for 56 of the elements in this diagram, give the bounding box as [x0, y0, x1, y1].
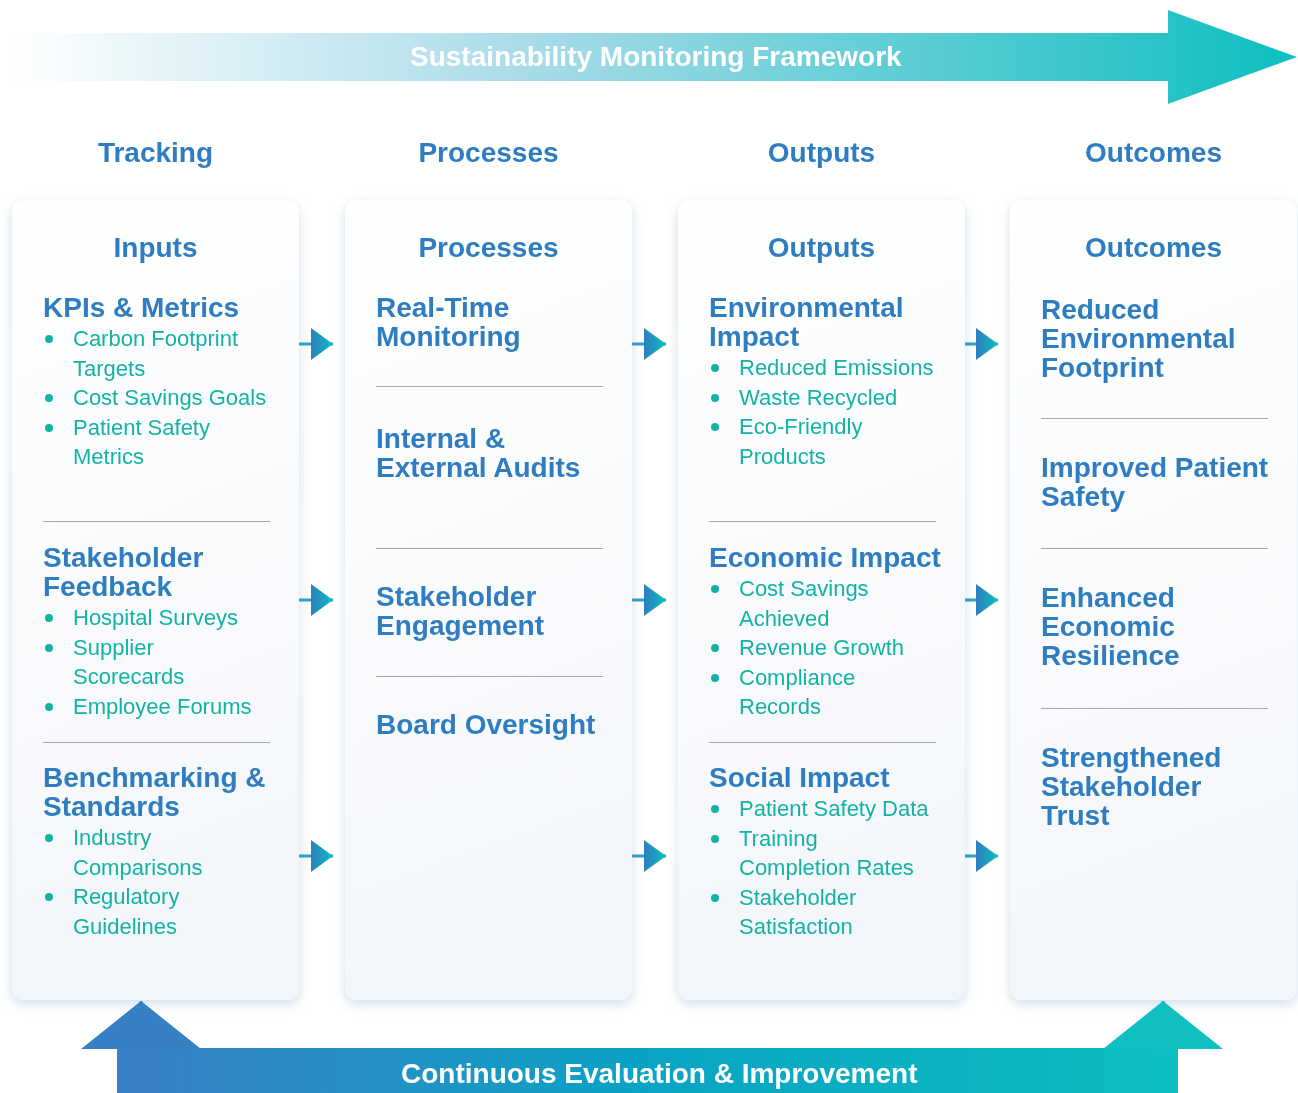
- bullet-item: Regulatory Guidelines: [73, 884, 180, 939]
- column-card: [12, 200, 299, 1000]
- arrow: [632, 840, 666, 872]
- section-heading: Economic Impact: [709, 543, 942, 572]
- column-card: [678, 200, 965, 1000]
- arrow: [632, 584, 666, 616]
- card-heading: Inputs: [112, 232, 199, 264]
- arrow: [632, 328, 666, 360]
- arrow: [299, 328, 333, 360]
- column-heading: Outcomes: [1084, 137, 1223, 169]
- section-heading: Benchmarking & Standards: [43, 763, 267, 821]
- bullet-item: Compliance Records: [739, 664, 856, 719]
- arrow: [299, 584, 333, 616]
- bullet-item: Patient Safety Metrics: [73, 414, 210, 469]
- bullet-item: Reduced Emissions: [739, 355, 934, 380]
- bullet-item: Cost Savings Goals: [73, 385, 267, 410]
- section-heading: Stakeholder Feedback: [43, 543, 205, 601]
- column-heading: Tracking: [96, 137, 215, 169]
- bullet-item: Cost Savings Achieved: [739, 576, 869, 631]
- section-heading: Environmental Impact: [709, 293, 905, 351]
- column-heading: Outputs: [766, 137, 877, 169]
- bullet-item: Carbon Footprint Targets: [73, 326, 239, 381]
- bullet-item: Stakeholder Satisfaction: [739, 884, 857, 939]
- bullet-item: Revenue Growth: [739, 635, 905, 660]
- section-heading: Real-Time Monitoring: [376, 293, 522, 351]
- arrow: [1103, 1001, 1223, 1049]
- arrow: [965, 840, 998, 872]
- bullet-item: Employee Forums: [73, 693, 252, 719]
- bullet-item: Hospital Surveys: [73, 605, 239, 630]
- arrow: [965, 328, 998, 360]
- bullet-item: Patient Safety Data: [739, 796, 929, 821]
- section-heading: Reduced Environmental Footprint: [1041, 295, 1237, 382]
- section-heading: Internal & External Audits: [376, 424, 582, 482]
- section-heading: Improved Patient Safety: [1041, 453, 1270, 511]
- section-heading: Social Impact: [709, 763, 891, 792]
- bullet-item: Waste Recycled: [739, 384, 898, 410]
- section-heading: Strengthened Stakeholder Trust: [1041, 743, 1223, 830]
- arrow: [299, 840, 333, 872]
- column-card: [345, 200, 632, 1000]
- section-heading: KPIs & Metrics: [43, 293, 241, 322]
- card-heading: Outcomes: [1084, 232, 1223, 264]
- column-card: [1010, 200, 1297, 1000]
- banner-title: Sustainability Monitoring Framework: [410, 41, 902, 73]
- arrow: [965, 584, 998, 616]
- card-heading: Outputs: [766, 232, 877, 264]
- section-heading: Enhanced Economic Resilience: [1041, 583, 1181, 670]
- bullet-item: Eco-Friendly Products: [739, 414, 863, 469]
- section-heading: Stakeholder Engagement: [376, 582, 546, 640]
- section-heading: Board Oversight: [376, 710, 597, 739]
- bullet-item: Industry Comparisons: [73, 825, 203, 880]
- banner-title: Continuous Evaluation & Improvement: [401, 1058, 918, 1090]
- column-heading: Processes: [417, 137, 560, 169]
- arrow: [81, 1001, 201, 1049]
- card-heading: Processes: [417, 232, 560, 264]
- bullet-item: Training Completion Rates: [739, 825, 914, 880]
- bullet-item: Supplier Scorecards: [73, 634, 185, 689]
